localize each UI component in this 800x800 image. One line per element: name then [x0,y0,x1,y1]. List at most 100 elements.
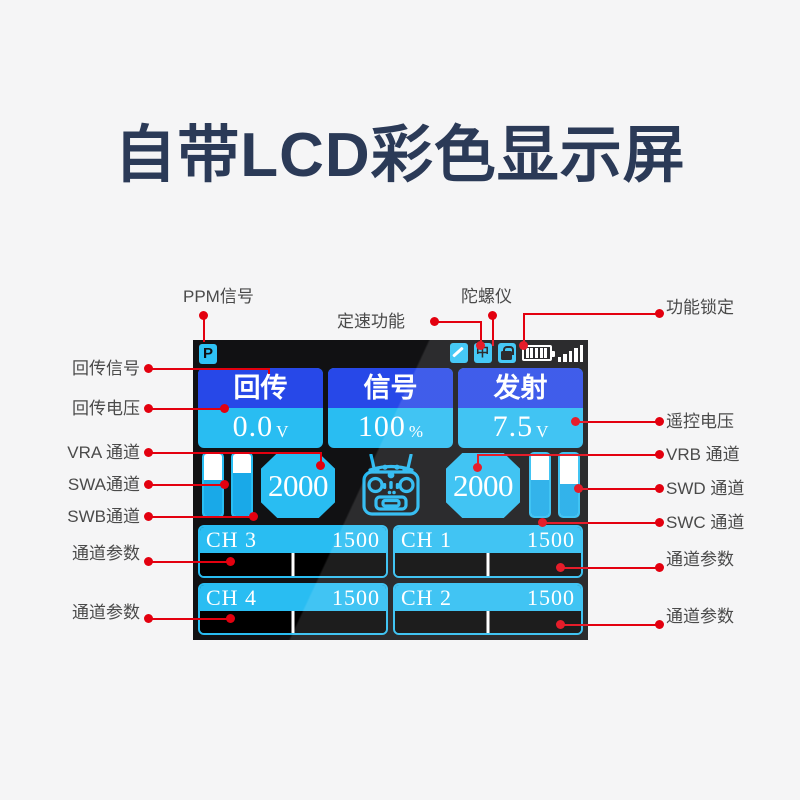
leader-dot-swc-target [538,518,547,527]
callout-channel-params-right-2: 通道参数 [666,607,734,626]
info-card-signal-title: 信号 [363,372,418,404]
slider-swd-fill [560,481,578,516]
leader-dot-swa-target [220,480,229,489]
channel-card-ch1-bar [395,553,581,576]
channel-card-ch2-name: CH 2 [401,584,453,610]
callout-channel-params-left-1: 通道参数 [72,544,140,563]
leader-cruise-h [434,321,482,323]
channel-card-ch4-header: CH 4 1500 [200,584,386,611]
callout-channel-params-right-1: 通道参数 [666,550,734,569]
leader-swd [578,488,659,490]
leader-dot-swa [144,480,153,489]
leader-dot-params-right-2-target [556,620,565,629]
channel-card-ch2-header: CH 2 1500 [395,584,581,611]
lcd-screen: P 中 回传 0.0 [193,340,588,640]
channel-card-ch2: CH 2 1500 [393,582,583,635]
page-title: 自带LCD彩色显示屏 [114,121,686,190]
callout-swd-channel: SWD 通道 [666,479,745,498]
callout-cruise-function: 定速功能 [337,312,405,331]
info-card-telemetry-header: 回传 [198,368,323,408]
leader-lock-v [523,313,525,346]
channel-card-ch4: CH 4 1500 [198,582,388,635]
leader-params-left-2 [148,618,230,620]
leader-dot-gyro [488,311,497,320]
leader-cruise-v [480,321,482,347]
leader-dot-telemetry-voltage [144,404,153,413]
channel-card-ch3-value: 1500 [332,527,380,552]
leader-telemetry-signal-v [268,368,270,374]
battery-icon [521,345,555,361]
vra-channel-value: 2000 [268,468,329,503]
leader-dot-swb-target [249,512,258,521]
info-card-signal-unit: % [408,421,424,441]
info-card-transmit-value: 7.5 [492,410,534,443]
leader-vra-h [148,452,322,454]
leader-vrb-h [477,454,659,456]
info-card-telemetry-title: 回传 [233,372,288,404]
leader-dot-cruise [430,317,439,326]
leader-dot-ppm-signal [199,311,208,320]
channel-card-ch2-bar [395,610,581,633]
leader-dot-params-right-2 [655,620,664,629]
leader-dot-cruise-target [476,341,485,350]
info-card-transmit-value-wrap: 7.5 V [458,408,583,448]
channel-card-ch3: CH 3 1500 [198,525,388,578]
channel-center-tick [486,553,490,576]
channel-card-ch3-header: CH 3 1500 [200,527,386,553]
channel-center-tick [291,553,295,576]
leader-dot-remote-voltage [655,417,664,426]
vrb-channel-octagon: 2000 [446,453,520,518]
leader-dot-vrb-target [473,463,482,472]
callout-telemetry-signal: 回传信号 [72,359,140,378]
channel-card-ch3-name: CH 3 [206,527,258,552]
leader-dot-swb [144,512,153,521]
info-card-row: 回传 0.0 V 信号 100 % 发射 7.5 V [198,368,583,448]
leader-dot-params-right-1-target [556,563,565,572]
callout-ppm-signal: PPM信号 [183,287,254,306]
leader-telemetry-voltage [148,408,224,410]
transmitter-icon [358,453,424,518]
callout-gyroscope: 陀螺仪 [461,287,512,306]
leader-dot-remote-voltage-target [571,417,580,426]
slider-swd [558,452,580,518]
channel-card-ch1-header: CH 1 1500 [395,527,581,553]
channel-card-ch4-bar [200,610,386,633]
leader-dot-vrb [655,450,664,459]
slider-swc-fill [531,477,549,516]
leader-params-right-1 [560,567,659,569]
leader-dot-swd-target [574,484,583,493]
info-card-signal-value: 100 [357,410,406,443]
cruise-control-icon [449,343,468,363]
leader-dot-params-left-2-target [226,614,235,623]
leader-vrb-v [477,454,479,468]
slider-swb [231,452,253,518]
leader-dot-telemetry-voltage-target [220,404,229,413]
leader-dot-telemetry-signal [144,364,153,373]
leader-telemetry-signal [148,368,270,370]
leader-swb [148,516,256,518]
slider-swa-fill [204,477,222,516]
channel-grid: CH 3 1500 CH 1 1500 CH 4 1500 CH 2 1500 [198,525,583,635]
lock-body [501,351,512,360]
slider-swc [529,452,551,518]
lcd-status-bar: P 中 [193,340,588,366]
channel-card-ch1: CH 1 1500 [393,525,583,578]
info-card-transmit-unit: V [536,421,549,441]
leader-dot-swd [655,484,664,493]
leader-dot-lock-target [519,341,528,350]
info-card-transmit: 发射 7.5 V [458,368,583,448]
ppm-icon-label: P [202,345,213,362]
leader-ppm-signal [203,314,205,342]
channel-card-ch3-bar [200,553,386,576]
slider-swb-fill [233,471,251,516]
info-card-transmit-header: 发射 [458,368,583,408]
info-card-telemetry-value-wrap: 0.0 V [198,408,323,448]
leader-remote-voltage [575,421,659,423]
callout-vra-channel: VRA 通道 [67,443,140,462]
info-card-telemetry-value: 0.0 [232,410,274,443]
leader-dot-swc [655,518,664,527]
channel-card-ch1-value: 1500 [527,527,575,552]
info-card-signal: 信号 100 % [328,368,453,448]
callout-channel-params-left-2: 通道参数 [72,603,140,622]
function-lock-icon [497,343,516,363]
